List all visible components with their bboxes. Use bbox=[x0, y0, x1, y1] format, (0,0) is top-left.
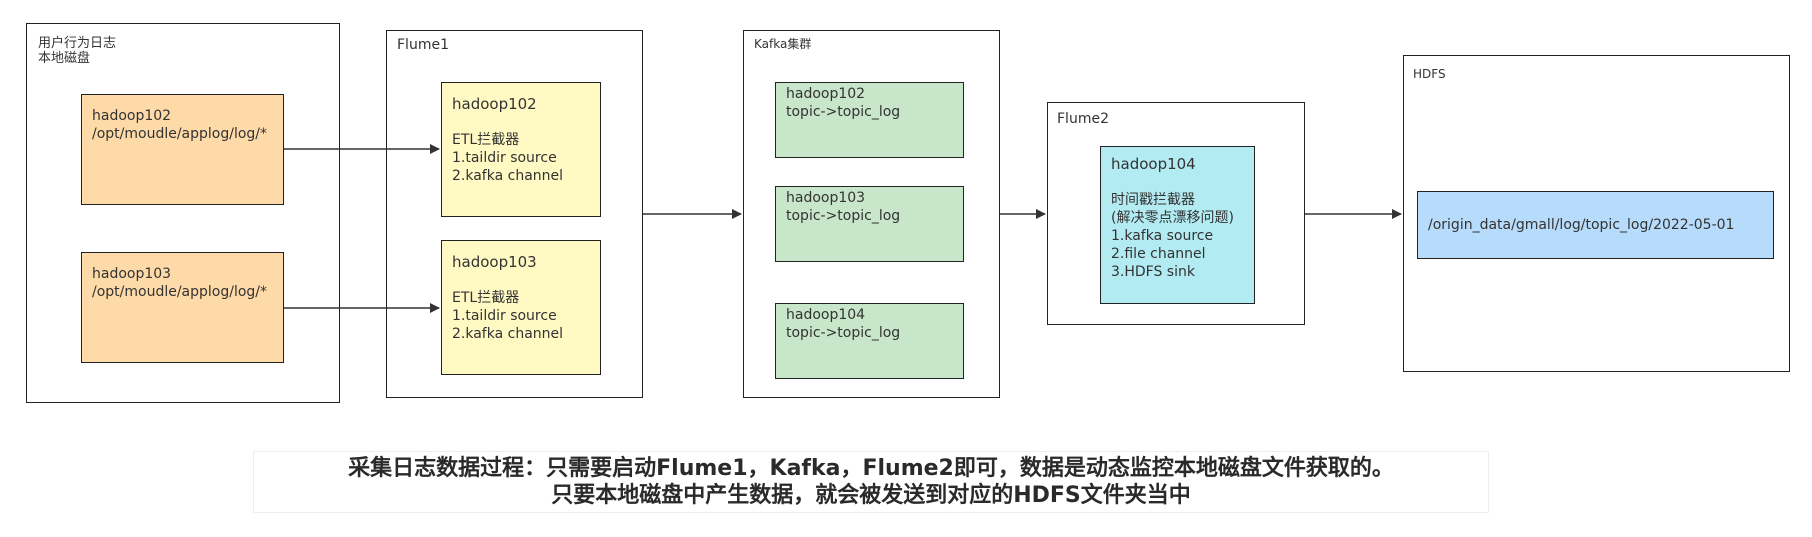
log-node-path: /opt/moudle/applog/log/* bbox=[92, 126, 268, 142]
kafka-node-hadoop104: hadoop104 topic->topic_log bbox=[775, 303, 964, 379]
caption-line-1: 采集日志数据过程：只需要启动Flume1，Kafka，Flume2即可，数据是动… bbox=[348, 456, 1394, 481]
kafka-node-host: hadoop102 bbox=[786, 86, 866, 102]
caption: 采集日志数据过程：只需要启动Flume1，Kafka，Flume2即可，数据是动… bbox=[253, 451, 1489, 513]
log-node-path: /opt/moudle/applog/log/* bbox=[92, 284, 268, 300]
flume1-node-interceptor: ETL拦截器 bbox=[452, 132, 520, 148]
flume1-node-channel: 2.kafka channel bbox=[452, 326, 564, 342]
kafka-node-topic: topic->topic_log bbox=[786, 104, 901, 120]
kafka-node-topic: topic->topic_log bbox=[786, 208, 901, 224]
kafka-node-host: hadoop104 bbox=[786, 307, 866, 323]
user-log-group-title: 用户行为日志 本地磁盘 bbox=[38, 36, 117, 66]
flume1-node-host: hadoop102 bbox=[452, 95, 537, 113]
flume1-node-source: 1.taildir source bbox=[452, 308, 557, 324]
flume2-node-host: hadoop104 bbox=[1111, 155, 1196, 173]
kafka-node-hadoop102: hadoop102 topic->topic_log bbox=[775, 82, 964, 158]
flume2-node-source: 1.kafka source bbox=[1111, 228, 1214, 244]
kafka-node-hadoop103: hadoop103 topic->topic_log bbox=[775, 186, 964, 262]
kafka-node-topic: topic->topic_log bbox=[786, 325, 901, 341]
log-node-host: hadoop103 bbox=[92, 266, 172, 282]
log-node-hadoop102: hadoop102 /opt/moudle/applog/log/* bbox=[81, 94, 284, 205]
hdfs-group-title: HDFS bbox=[1413, 67, 1446, 81]
flume1-node-hadoop102: hadoop102 ETL拦截器 1.taildir source 2.kafk… bbox=[441, 82, 601, 217]
flume2-group-title: Flume2 bbox=[1057, 111, 1109, 127]
flume1-node-host: hadoop103 bbox=[452, 253, 537, 271]
kafka-node-host: hadoop103 bbox=[786, 190, 866, 206]
kafka-group-title: Kafka集群 bbox=[754, 37, 812, 51]
flume1-node-hadoop103: hadoop103 ETL拦截器 1.taildir source 2.kafk… bbox=[441, 240, 601, 375]
flume1-node-interceptor: ETL拦截器 bbox=[452, 290, 520, 306]
flume1-group-title: Flume1 bbox=[397, 37, 449, 53]
flume1-node-source: 1.taildir source bbox=[452, 150, 557, 166]
flume2-node-channel: 2.file channel bbox=[1111, 246, 1206, 262]
hdfs-path: /origin_data/gmall/log/topic_log/2022-05… bbox=[1428, 217, 1735, 233]
caption-line-2: 只要本地磁盘中产生数据，就会被发送到对应的HDFS文件夹当中 bbox=[551, 483, 1191, 508]
flume2-node-hadoop104: hadoop104 时间戳拦截器 (解决零点漂移问题) 1.kafka sour… bbox=[1100, 146, 1255, 304]
flume2-node-interceptor: 时间戳拦截器 bbox=[1111, 192, 1195, 208]
hdfs-path-node: /origin_data/gmall/log/topic_log/2022-05… bbox=[1417, 191, 1774, 259]
flume2-node-note: (解决零点漂移问题) bbox=[1111, 210, 1234, 226]
log-node-hadoop103: hadoop103 /opt/moudle/applog/log/* bbox=[81, 252, 284, 363]
flume1-node-channel: 2.kafka channel bbox=[452, 168, 564, 184]
flume2-node-sink: 3.HDFS sink bbox=[1111, 264, 1195, 280]
log-node-host: hadoop102 bbox=[92, 108, 172, 124]
